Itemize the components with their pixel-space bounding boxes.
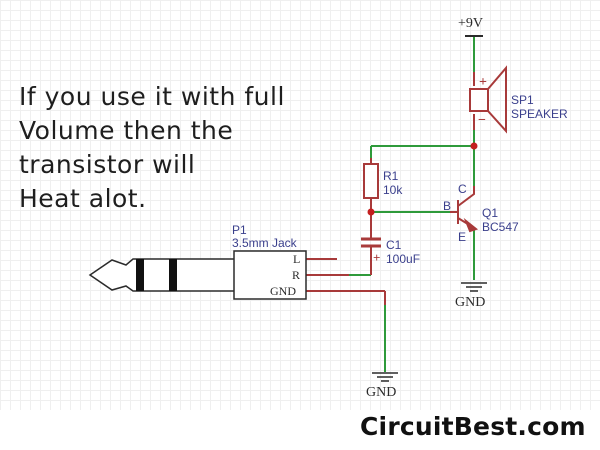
power-label: +9V: [458, 16, 483, 31]
transistor-value: BC547: [482, 220, 519, 234]
speaker-body: [469, 88, 489, 112]
jack-pin-gnd: GND: [270, 284, 296, 298]
junction-dot: [367, 208, 375, 216]
schematic: +9V + − SP1 SPEAKER R1 10k + C1 100uF: [88, 16, 568, 400]
speaker-ref: SP1: [511, 93, 534, 107]
transistor-pin-e: E: [458, 230, 466, 244]
warning-note: If you use it with full Volume then the …: [19, 80, 285, 216]
note-line: If you use it with full: [19, 82, 285, 111]
note-line: Volume then the: [19, 116, 234, 145]
jack-pin-r: R: [292, 268, 300, 282]
brand-watermark: CircuitBest.com: [360, 412, 586, 441]
capacitor-ref: C1: [386, 238, 402, 252]
emitter-arrow: [463, 217, 479, 233]
resistor-ref: R1: [383, 169, 399, 183]
wires: [349, 36, 475, 372]
jack-plug-outline: [88, 258, 234, 292]
speaker-sp1: [469, 65, 507, 134]
transistor-q1: [450, 186, 479, 233]
speaker-cone: [487, 65, 507, 134]
ground-label: GND: [366, 385, 396, 400]
note-line: Heat alot.: [19, 184, 147, 213]
jack-ring-1: [136, 259, 144, 291]
capacitor-plus: +: [373, 250, 380, 265]
speaker-minus: −: [478, 113, 486, 128]
ground-label: GND: [455, 295, 485, 310]
note-line: transistor will: [19, 150, 196, 179]
jack-ring-2: [169, 259, 177, 291]
power-9v: +9V: [458, 16, 483, 37]
resistor-r1-body: [363, 163, 379, 199]
jack-value: 3.5mm Jack: [232, 236, 298, 250]
resistor-value: 10k: [383, 183, 403, 197]
transistor-pin-c: C: [458, 182, 467, 196]
transistor-collector: [457, 186, 475, 207]
speaker-plus: +: [479, 75, 487, 90]
ground-symbol: [372, 372, 398, 382]
ground-symbol: [461, 282, 487, 292]
capacitor-c1: [361, 237, 381, 248]
jack-ref: P1: [232, 223, 247, 237]
transistor-ref: Q1: [482, 206, 498, 220]
junction-dot: [470, 142, 478, 150]
transistor-pin-b: B: [443, 199, 451, 213]
jack-pin-l: L: [293, 252, 300, 266]
jack-p1: [88, 250, 307, 300]
speaker-value: SPEAKER: [511, 107, 568, 121]
component-leads: [306, 72, 475, 305]
grid-background: [0, 0, 600, 410]
capacitor-value: 100uF: [386, 252, 420, 266]
jack-body: [233, 250, 307, 300]
